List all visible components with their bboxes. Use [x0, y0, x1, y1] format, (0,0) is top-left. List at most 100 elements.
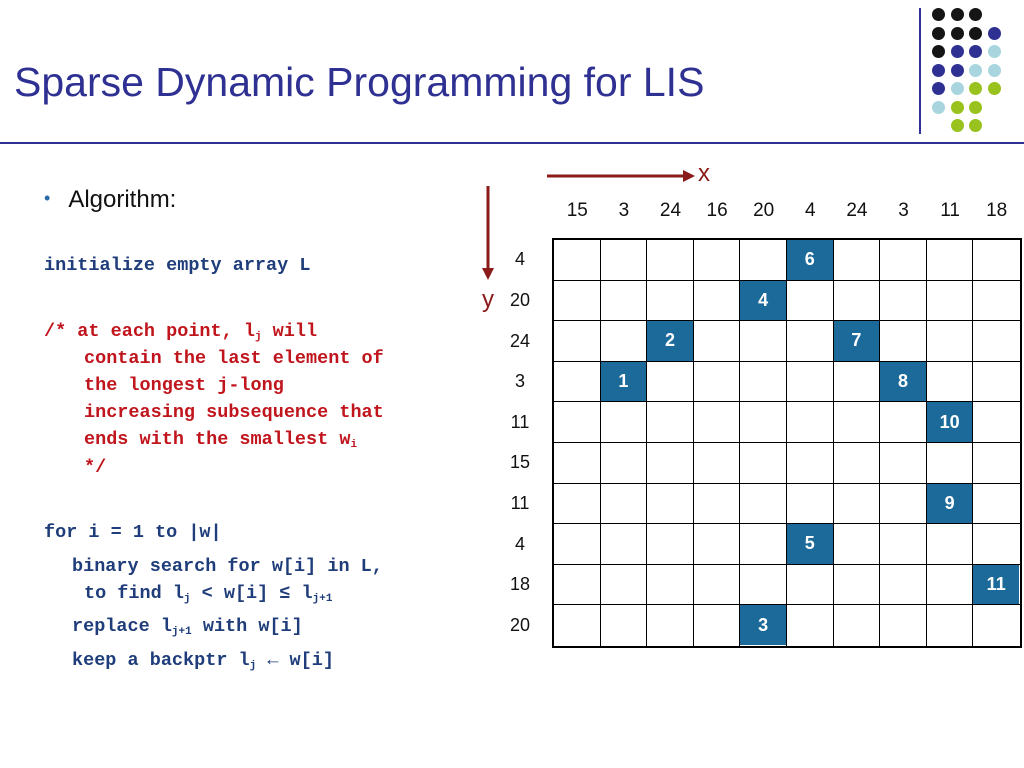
grid-cell: [880, 361, 927, 403]
grid-cell: [787, 524, 834, 565]
code-bs-2a: to find l: [84, 583, 184, 604]
row-header: 11: [510, 492, 530, 513]
grid-cell: [693, 321, 741, 362]
grid-mark: 11: [973, 564, 1019, 605]
code-bs-2-sub2: j+1: [312, 593, 333, 605]
code-comment-line-4: increasing subsequence that: [84, 402, 384, 423]
title-rule: [0, 142, 1024, 144]
row-header: 18: [509, 574, 531, 595]
decor-dot: [987, 82, 1001, 95]
column-header: 4: [805, 200, 816, 221]
grid-cell: [647, 361, 694, 403]
decor-dot: [932, 45, 945, 58]
grid-cell: [554, 240, 601, 281]
grid-cell: [787, 564, 834, 606]
grid-cell: [740, 524, 787, 565]
grid-cell: [787, 280, 834, 322]
grid-mark: 6: [787, 240, 833, 280]
grid-mark: 5: [787, 524, 833, 564]
grid-cell: [926, 240, 974, 281]
bullet-algorithm: •Algorithm:: [44, 186, 176, 214]
decor-dot: [950, 26, 964, 40]
grid-cell: [926, 524, 974, 565]
grid-cell: [694, 605, 741, 646]
grid-cell: [973, 605, 1020, 646]
grid-cell: [973, 565, 1020, 606]
code-for-line: for i = 1 to |w|: [44, 522, 222, 543]
row-header: 4: [514, 249, 525, 270]
decor-dot: [932, 63, 945, 77]
x-arrow: [547, 170, 695, 182]
decor-dot: [969, 45, 982, 58]
grid-cell: [647, 483, 694, 525]
grid-cell: [926, 402, 974, 443]
grid-cell: [600, 564, 648, 606]
code-keep-b: ← w[i]: [256, 650, 334, 671]
grid-cell: [600, 361, 648, 403]
code-comment-line-6: */: [84, 457, 107, 478]
grid-cell: [554, 402, 601, 443]
grid-cell: [880, 321, 927, 362]
decor-dot: [969, 8, 982, 21]
grid-cell: [554, 564, 601, 606]
code-comment-line-5: ends with the smallest wi: [84, 426, 357, 459]
vertical-rule: [919, 8, 921, 134]
grid-cell: [600, 321, 648, 362]
grid-cell: [926, 361, 974, 403]
grid-cell: [600, 240, 648, 281]
grid-cell: [833, 280, 881, 322]
grid-cell: [880, 443, 927, 484]
grid-cell: [693, 402, 741, 443]
column-header: 24: [846, 200, 868, 221]
decor-dot: [950, 8, 964, 21]
code-init-text: initialize empty array L: [44, 255, 311, 276]
grid-cell: [833, 361, 881, 403]
code-comment-1-sub: j: [254, 331, 262, 343]
grid-cell: [554, 321, 601, 362]
grid-cell: [833, 240, 881, 281]
bullet-dot-icon: •: [44, 188, 51, 208]
grid-cell: [973, 281, 1020, 322]
grid-cell: [880, 524, 927, 565]
code-comment-line-2: contain the last element of: [84, 348, 384, 369]
grid-cell: [973, 362, 1020, 403]
grid-cell: [787, 483, 834, 525]
slide-title: Sparse Dynamic Programming for LIS: [14, 59, 705, 105]
decor-dot: [969, 82, 982, 95]
grid-cell: [926, 483, 974, 525]
grid-cell: [554, 280, 601, 322]
code-bs-2b: < w[i] ≤ l: [190, 583, 313, 604]
grid-cell: [554, 524, 601, 565]
column-header: 15: [566, 200, 588, 221]
grid-cell: [787, 240, 834, 281]
grid-cell: [926, 280, 974, 322]
decor-dot: [987, 63, 1001, 77]
grid-cell: [787, 402, 834, 443]
grid-mark: 2: [647, 321, 693, 361]
decor-dot: [969, 119, 982, 132]
code-bs-2-sub1: j: [183, 593, 191, 605]
grid-cell: [926, 443, 974, 484]
code-comment-5a: ends with the smallest w: [84, 429, 351, 450]
grid-cell: [973, 240, 1020, 281]
grid-cell: [787, 605, 834, 646]
grid-cell: [554, 605, 601, 646]
column-header: 3: [618, 200, 630, 221]
row-header: 4: [514, 533, 525, 554]
row-header: 15: [509, 452, 531, 473]
y-arrow: [482, 186, 494, 280]
grid-cell: [600, 402, 648, 443]
decor-dot: [969, 100, 982, 114]
grid-cell: [647, 605, 694, 646]
grid-cell: [693, 361, 741, 403]
code-keep-sub: j: [249, 660, 257, 672]
grid-mark: 7: [833, 321, 880, 361]
grid-cell: [647, 443, 694, 484]
grid-cell: [880, 483, 927, 525]
grid-cell: [973, 402, 1020, 443]
column-header: 18: [986, 200, 1008, 221]
grid-cell: [740, 483, 787, 525]
grid-cell: [833, 564, 881, 606]
grid-cell: [647, 240, 694, 281]
grid-cell: [600, 443, 648, 484]
